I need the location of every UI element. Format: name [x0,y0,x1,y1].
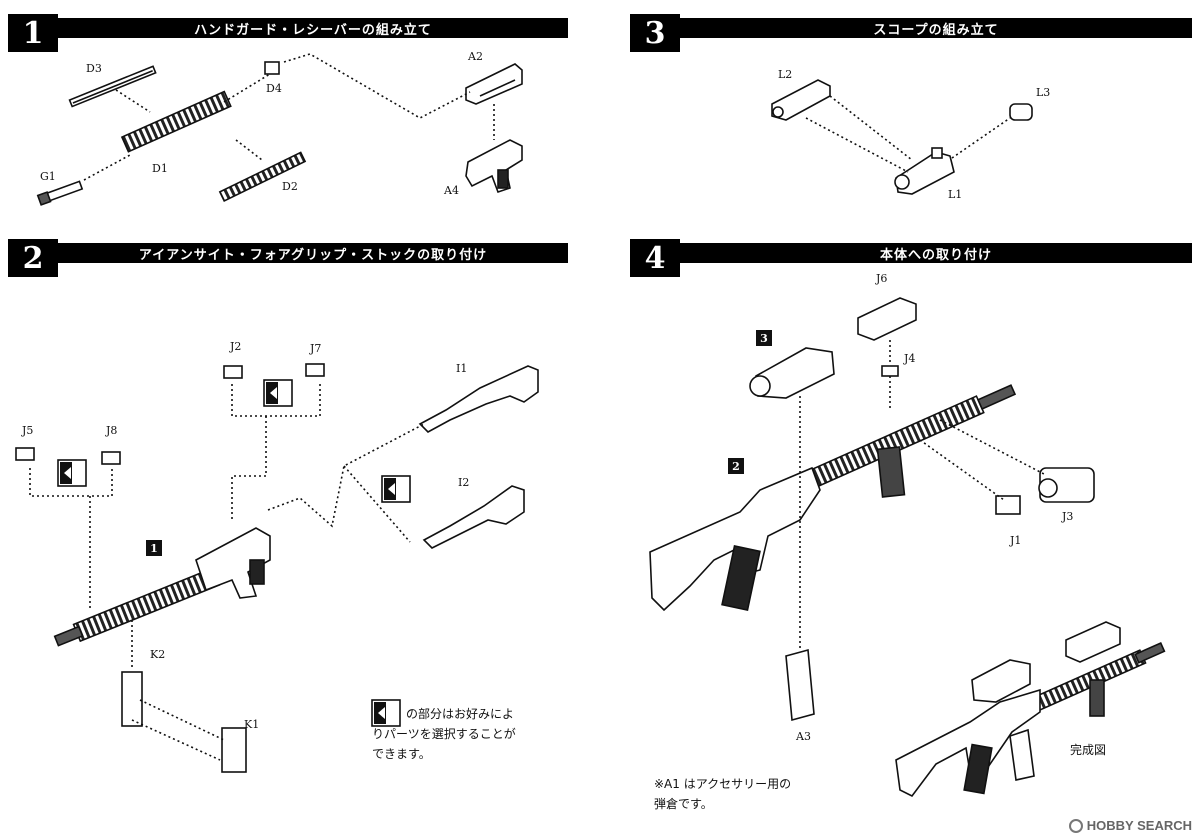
part-rifle-assembly [649,384,1017,612]
part-j2-sight [223,365,243,379]
part-d2-rail [218,151,307,202]
label-k2: K2 [150,648,166,661]
label-d2: D2 [282,180,298,193]
part-j5-sight [15,447,35,461]
choice-icon-legend [371,699,401,727]
step-2-header: 2 アイアンサイト・フォアグリップ・ストックの取り付け [8,239,568,277]
part-a2-upper-receiver [465,63,523,105]
label-j4: J4 [904,352,916,365]
selection-note-line-3: できます。 [372,747,431,761]
label-d1: D1 [152,162,168,175]
ref-badge-step3: 3 [756,330,772,346]
watermark-text: HOBBY SEARCH [1086,818,1192,833]
label-i2: I2 [458,476,470,489]
step-4-title: 本体への取り付け [680,243,1192,263]
step-4-number: 4 [630,239,680,277]
step-1-header: 1 ハンドガード・レシーバーの組み立て [8,14,568,52]
magazine-note: ※A1 はアクセサリー用の 弾倉です。 [654,774,791,814]
part-l3-cap [1009,103,1033,121]
label-j1: J1 [1010,534,1022,547]
part-d1-handguard [120,90,232,153]
step3-drawing [771,79,1033,195]
label-j2: J2 [230,340,242,353]
label-j6: J6 [876,272,888,285]
label-g1: G1 [40,170,56,183]
label-a3: A3 [796,730,811,743]
part-l1-scope [894,147,955,195]
step-1-title: ハンドガード・レシーバーの組み立て [58,18,568,38]
part-a3-magazine [785,648,815,722]
label-l3: L3 [1036,86,1051,99]
part-d4-sight [264,61,280,75]
ref-badge-step2: 2 [728,458,744,474]
step-2-title: アイアンサイト・フォアグリップ・ストックの取り付け [58,243,568,263]
label-j7: J7 [310,342,322,355]
label-a4: A4 [444,184,459,197]
label-l2: L2 [778,68,793,81]
label-l1: L1 [948,188,963,201]
part-i2-stock [422,485,525,549]
part-d3-rail [68,65,157,108]
step-4-header: 4 本体への取り付け [630,239,1192,277]
part-j4-mount [881,365,899,377]
part-j6-laser [857,297,917,341]
part-scope-assembly [749,347,835,399]
step-2-number: 2 [8,239,58,277]
step2-drawing [15,363,539,773]
label-j3: J3 [1062,510,1074,523]
ref-badge-step1: 1 [146,540,162,556]
part-i1-stock [418,365,539,433]
part-k2-grip [121,671,143,727]
watermark-logo-icon [1068,818,1083,833]
choice-icon-stock [381,475,411,503]
part-j1-cover [995,495,1021,515]
label-a2: A2 [468,50,483,63]
watermark: HOBBY SEARCH [1068,818,1192,833]
part-g1-barrel [36,180,84,206]
magazine-note-line-1: ※A1 はアクセサリー用の [654,777,792,791]
step-3-number: 3 [630,14,680,52]
label-j5: J5 [22,424,34,437]
step-3-header: 3 スコープの組み立て [630,14,1192,52]
selection-note: の部分はお好みによ りパーツを選択することが できます。 [372,704,516,764]
part-j7-sight [305,363,325,377]
part-k1-grip [221,727,247,773]
completed-rifle [895,621,1166,798]
label-k1: K1 [244,718,260,731]
part-l2-mount [771,79,831,121]
part-j8-sight [101,451,121,465]
selection-note-line-2: りパーツを選択することが [372,727,516,741]
choice-icon-top [263,379,293,407]
part-j3-light [1038,467,1095,503]
label-d3: D3 [86,62,102,75]
label-i1: I1 [456,362,468,375]
step4-drawing [649,297,1166,798]
step-3-title: スコープの組み立て [680,18,1192,38]
step-1-number: 1 [8,14,58,52]
label-d4: D4 [266,82,282,95]
label-j8: J8 [106,424,118,437]
magazine-note-line-2: 弾倉です。 [654,797,713,811]
selection-note-line-1: の部分はお好みによ [406,707,515,721]
choice-icon-left [57,459,87,487]
step1-drawing [36,53,523,206]
part-rifle-body [53,527,271,647]
part-a4-lower-receiver [465,139,523,194]
complete-label: 完成図 [1070,743,1107,757]
